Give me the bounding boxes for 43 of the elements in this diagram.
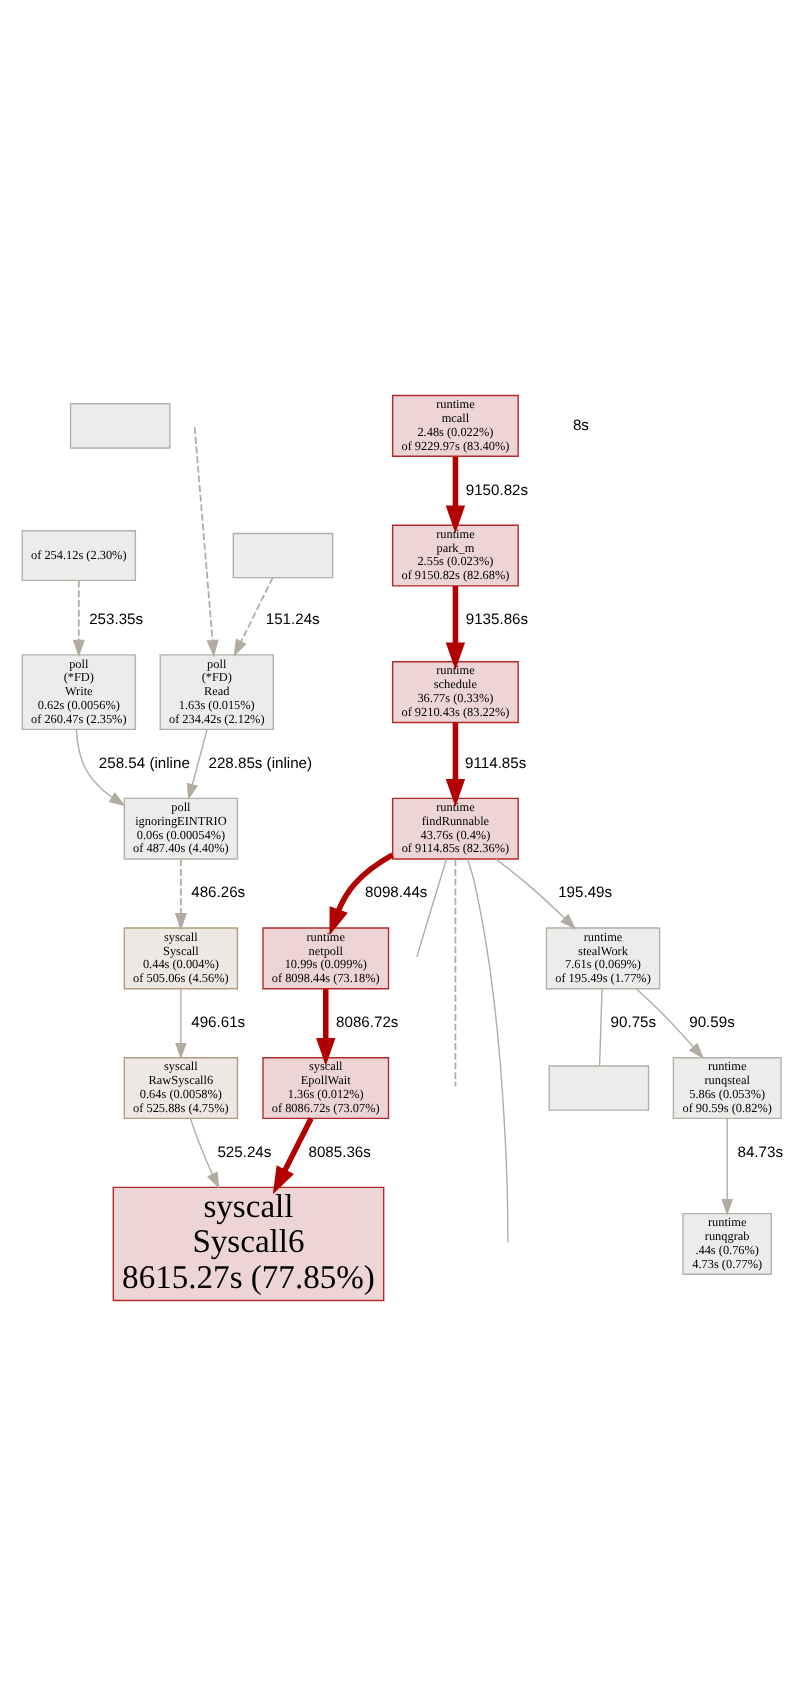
- node-box: [548, 1065, 650, 1111]
- label: 8s: [572, 415, 589, 434]
- connector: [416, 858, 448, 958]
- arrow: [635, 988, 704, 1060]
- edge-label: 253.35s: [89, 610, 144, 629]
- arrow: [186, 729, 208, 801]
- arrow: [316, 989, 336, 1066]
- node-box: [232, 532, 334, 579]
- arrow: [272, 1117, 314, 1195]
- arrow: [189, 1117, 220, 1189]
- arrow: [495, 858, 577, 930]
- edge-label: 258.54 (inline: [98, 753, 190, 772]
- edge-label: 195.49s: [558, 883, 613, 902]
- edge-label: 8086.72s: [336, 1013, 399, 1032]
- node-box: [69, 403, 171, 449]
- edge-label: 9150.82s: [465, 480, 529, 499]
- arrow: [721, 1117, 733, 1216]
- connector: [466, 858, 509, 1244]
- arrow: [72, 579, 85, 658]
- arrow: [75, 729, 126, 807]
- edge-label: 8098.44s: [365, 883, 428, 902]
- arrow: [329, 852, 394, 936]
- connector: [598, 988, 603, 1067]
- edge-label: 84.73s: [737, 1142, 784, 1161]
- arrow: [445, 456, 466, 534]
- edge-label: 496.61s: [191, 1013, 246, 1032]
- edge-label: 486.26s: [191, 883, 246, 902]
- arrow: [445, 585, 466, 671]
- edge-label: 9135.86s: [465, 610, 529, 629]
- node-box: syscall Syscall6 8615.27s (77.85%): [112, 1186, 385, 1302]
- edge-label: 90.75s: [610, 1013, 657, 1032]
- edge-label: 151.24s: [265, 610, 320, 629]
- edge-label: 8085.36s: [308, 1142, 371, 1161]
- edge-label: 525.24s: [217, 1142, 272, 1161]
- arrow: [233, 576, 274, 657]
- arrow: [193, 426, 219, 658]
- edge-label: 228.85s (inline): [208, 753, 313, 772]
- arrow: [174, 858, 187, 931]
- connector: [454, 858, 457, 1088]
- edge-label: 90.59s: [689, 1013, 735, 1032]
- arrow: [175, 988, 187, 1060]
- arrow: [445, 722, 466, 807]
- edge-label: 9114.85s: [465, 753, 527, 772]
